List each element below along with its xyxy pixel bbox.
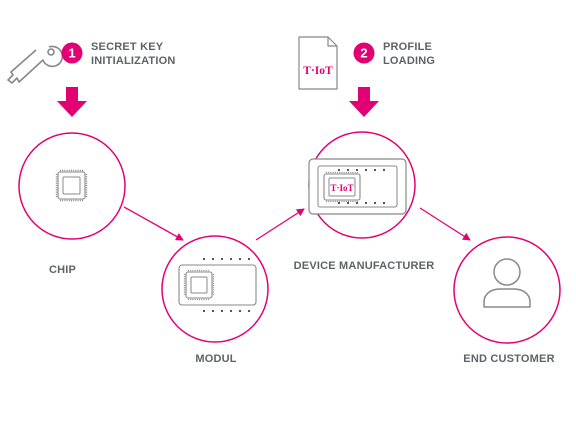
chip-label: CHIP xyxy=(49,264,77,276)
arrow-down-icon xyxy=(57,87,87,117)
step-2-label: PROFILE LOADING xyxy=(383,40,435,68)
step-1-label: SECRET KEY INITIALIZATION xyxy=(91,40,175,68)
connector-arrow-icon xyxy=(123,206,184,241)
modul-label: MODUL xyxy=(195,353,237,365)
connector-arrow-icon xyxy=(419,207,471,241)
document-logo: T·IoT xyxy=(303,65,333,77)
document-icon: T·IoT xyxy=(298,36,338,90)
user-icon xyxy=(483,258,531,308)
step-1-label-line1: SECRET KEY xyxy=(91,41,164,53)
step-2-number: 2 xyxy=(360,46,367,61)
customer-label: END CUSTOMER xyxy=(463,353,555,365)
step-1-badge xyxy=(61,42,83,64)
step-2-badge xyxy=(353,42,375,64)
step-2-label-line2: LOADING xyxy=(383,55,436,67)
device-chip-logo: T·IoT xyxy=(330,183,353,193)
step-1-number: 1 xyxy=(68,46,75,61)
arrow-down-icon xyxy=(349,87,379,117)
chip-icon xyxy=(55,169,88,202)
module-icon xyxy=(178,258,257,312)
customer-node xyxy=(453,236,561,344)
key-icon xyxy=(7,45,64,84)
step-2-label-line1: PROFILE xyxy=(383,41,433,53)
connector-arrow-icon xyxy=(255,208,305,241)
device-label: DEVICE MANUFACTURER xyxy=(293,260,435,272)
step-1-label-line2: INITIALIZATION xyxy=(91,55,176,67)
device-icon: T·IoT xyxy=(308,158,407,215)
